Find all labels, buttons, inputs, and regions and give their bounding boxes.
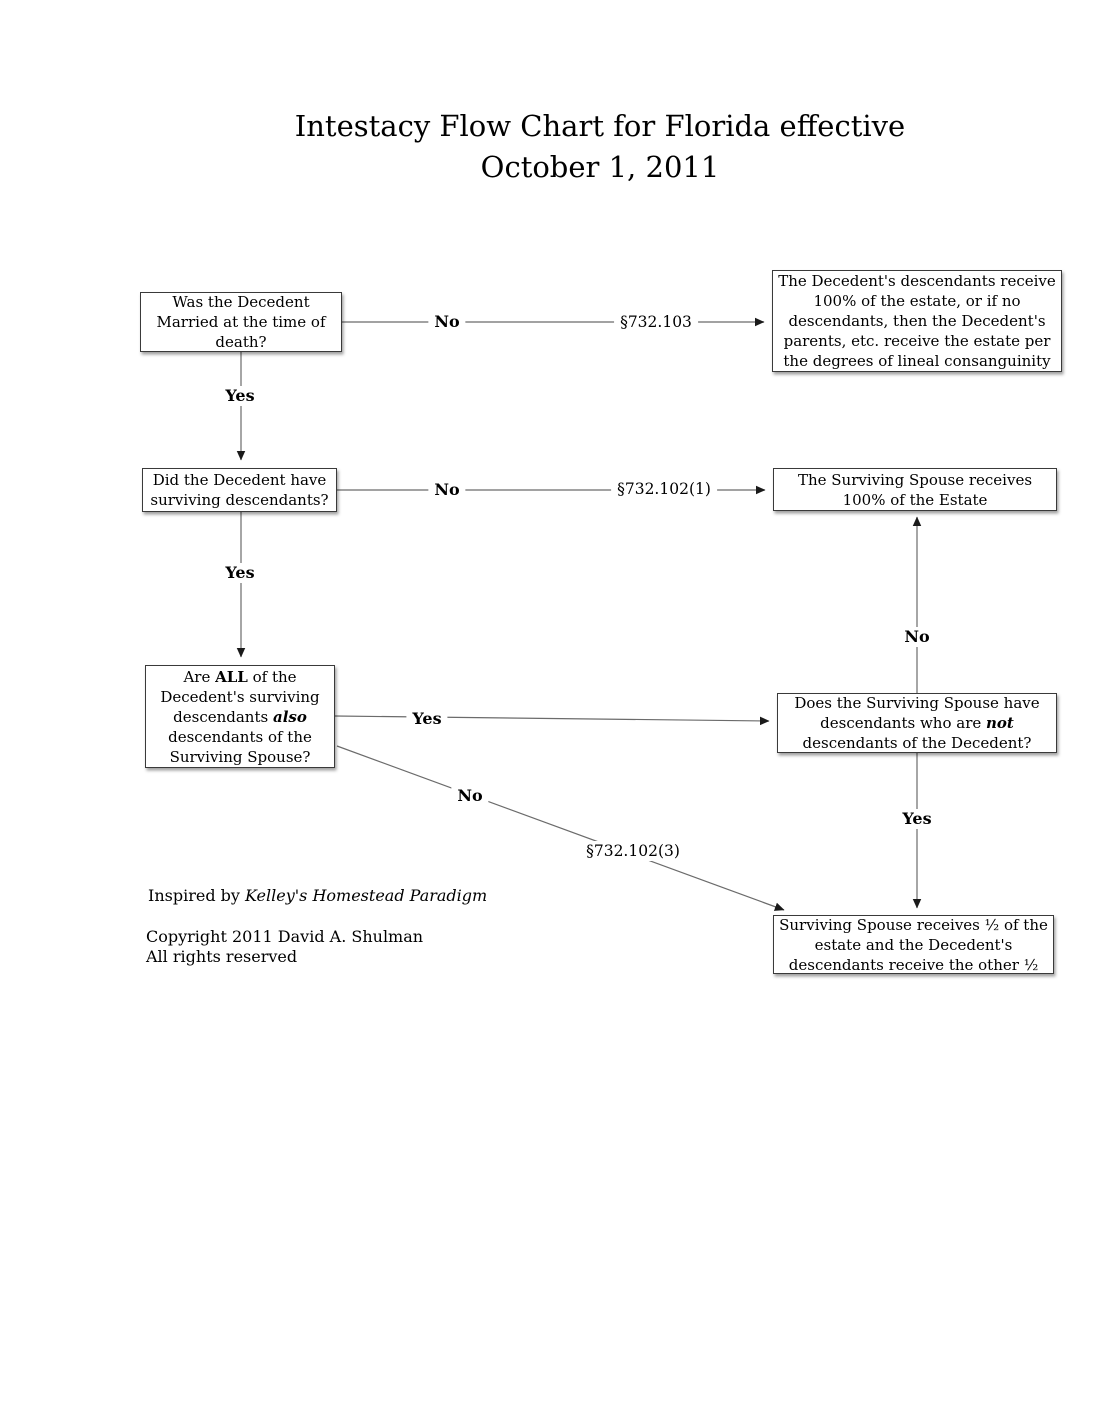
- edge-label-descendants-yes: Yes: [219, 563, 261, 583]
- edge-label-married-yes: Yes: [219, 386, 261, 406]
- edge-label-statute-732-103: §732.103: [614, 312, 698, 332]
- node-outcome-split-half-text: Surviving Spouse receives ½ of the estat…: [779, 915, 1048, 974]
- text-run-bold-italic: not: [986, 714, 1014, 732]
- text-run: descendants of the Decedent?: [802, 734, 1032, 752]
- edge-label-married-no: No: [428, 312, 466, 332]
- edge-label-all-yes: Yes: [406, 709, 448, 729]
- credit-rights-line: All rights reserved: [146, 947, 298, 966]
- edge-all-no-line: [336, 745, 785, 911]
- edge-all-yes-line: [334, 715, 770, 726]
- edge-label-statute-732-102-1: §732.102(1): [611, 479, 717, 499]
- node-outcome-no-spouse: The Decedent's descendants receive 100% …: [772, 270, 1062, 372]
- node-question-all-descendants-text: Are ALL of the Decedent's surviving desc…: [148, 667, 332, 767]
- edge-label-spouse-no: No: [898, 627, 936, 647]
- page-title: Intestacy Flow Chart for Florida effecti…: [100, 106, 1100, 188]
- edge-label-statute-732-102-3: §732.102(3): [580, 841, 686, 861]
- edge-label-descendants-no: No: [428, 480, 466, 500]
- node-question-married-text: Was the Decedent Married at the time of …: [156, 293, 326, 351]
- node-question-spouse-other-descendants-text: Does the Surviving Spouse have descendan…: [780, 693, 1054, 753]
- node-outcome-no-spouse-text: The Decedent's descendants receive 100% …: [778, 272, 1056, 370]
- edge-label-all-no: No: [451, 786, 489, 806]
- text-run-bold-italic: also: [272, 707, 307, 726]
- credit-inspired-source: Kelley's Homestead Paradigm: [245, 886, 488, 905]
- text-run: Does the Surviving Spouse have descendan…: [794, 694, 1040, 732]
- text-run-bold: ALL: [215, 667, 248, 686]
- text-run: of the Decedent's surviving descendants: [160, 667, 320, 726]
- credit-inspired-by: Inspired by Kelley's Homestead Paradigm: [148, 886, 487, 906]
- page-title-line-2: October 1, 2011: [480, 150, 720, 184]
- node-outcome-split-half: Surviving Spouse receives ½ of the estat…: [773, 915, 1054, 974]
- page-title-line-1: Intestacy Flow Chart for Florida effecti…: [294, 109, 906, 143]
- credit-inspired-prefix: Inspired by: [148, 886, 246, 905]
- credit-copyright-line: Copyright 2011 David A. Shulman: [146, 927, 424, 946]
- node-question-spouse-other-descendants: Does the Surviving Spouse have descendan…: [777, 693, 1057, 753]
- node-question-descendants: Did the Decedent have surviving descenda…: [142, 468, 337, 512]
- node-outcome-spouse-100-text: The Surviving Spouse receives 100% of th…: [797, 470, 1033, 509]
- node-outcome-spouse-100: The Surviving Spouse receives 100% of th…: [773, 468, 1057, 511]
- edge-label-spouse-yes: Yes: [896, 809, 938, 829]
- credit-copyright-block: Copyright 2011 David A. Shulman All righ…: [146, 927, 423, 967]
- text-run: descendants of the Surviving Spouse?: [168, 727, 312, 766]
- node-question-descendants-text: Did the Decedent have surviving descenda…: [150, 471, 329, 509]
- node-question-all-descendants: Are ALL of the Decedent's surviving desc…: [145, 665, 335, 768]
- text-run: Are: [183, 667, 216, 686]
- node-question-married: Was the Decedent Married at the time of …: [140, 292, 342, 352]
